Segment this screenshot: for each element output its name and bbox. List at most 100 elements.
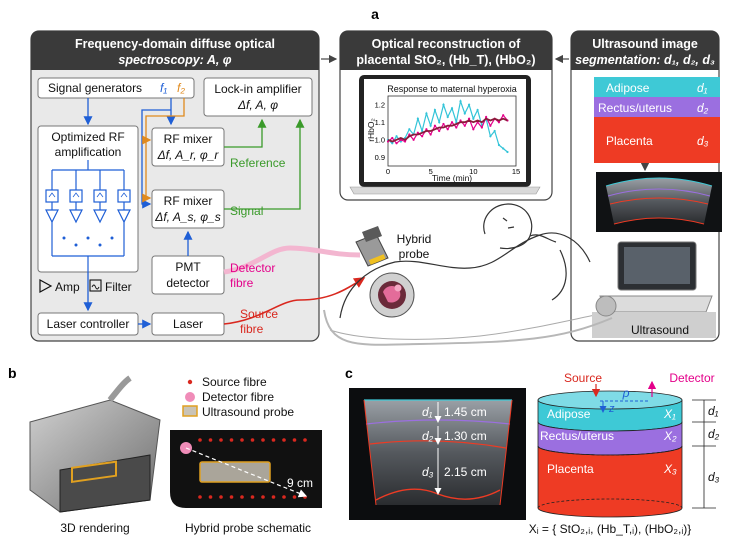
hybrid-probe-schematic: 9 cm	[170, 430, 322, 508]
chart-point	[485, 115, 488, 119]
source-fibre-dot	[250, 495, 255, 499]
chart-point	[421, 135, 424, 138]
chart-ytick-label: 0.9	[375, 153, 385, 162]
rf-mixer-ref-params: Δf, A_r, φ_r	[157, 148, 220, 162]
amp-legend-label: Amp	[55, 280, 80, 294]
caption-3d-rendering: 3D rendering	[60, 521, 129, 535]
lockin-amplifier-box: Lock-in amplifier Δf, A, φ	[203, 77, 313, 117]
source-fibre-dot	[261, 438, 265, 442]
model-x3: X₃	[663, 462, 677, 476]
legend-source-fibre: Source fibre	[202, 375, 267, 389]
chart-point	[489, 135, 492, 138]
model-x2: X₂	[663, 429, 677, 443]
model-placenta-label: Placenta	[547, 462, 594, 476]
seg-rectus-tag: d₂	[697, 101, 709, 115]
chart-point	[450, 107, 454, 110]
c-detector-label: Detector	[669, 371, 714, 385]
source-fibre-dot	[271, 438, 276, 442]
rf-mixer-sig-label: RF mixer	[164, 194, 213, 208]
chart-point	[408, 128, 411, 131]
c-z-label: z	[608, 403, 615, 415]
seg-rectus-band	[594, 97, 720, 117]
c-d2-tag: d₂	[422, 429, 434, 443]
panel-letter-c: c	[345, 365, 353, 381]
rf-amp-label-2: amplification	[55, 145, 122, 159]
c-rho-label: ρ	[622, 386, 630, 400]
chart-point	[395, 135, 398, 138]
recon-title-2: placental StO₂, (Hb_T), (HbO₂)	[356, 53, 535, 67]
chart-point	[403, 140, 407, 143]
model-x1: X₁	[663, 407, 676, 421]
seg-adipose-label: Adipose	[606, 81, 650, 95]
source-fibre-dot	[198, 495, 202, 499]
chart-point	[450, 121, 454, 124]
green-signal-paths	[224, 118, 305, 210]
chart-point	[391, 136, 394, 140]
model-formula: Xᵢ = { StO₂,ᵢ, (Hb_T,ᵢ), (HbO₂,ᵢ)}	[529, 522, 692, 536]
chart-point	[459, 100, 462, 103]
chart-point	[493, 129, 496, 133]
panel-letter-a: a	[371, 6, 379, 22]
laser-box: Laser	[151, 312, 225, 336]
rf-mixer-sig-params: Δf, A_s, φ_s	[154, 210, 220, 224]
hybrid-probe-device	[355, 226, 389, 267]
rf-mixer-ref-label: RF mixer	[164, 132, 213, 146]
panel-c-ultrasound-image: d₁ 1.45 cm d₂ 1.30 cm d₃ 2.15 cm	[349, 388, 526, 520]
chart-point	[433, 108, 437, 112]
fd-dos-title-1: Frequency-domain diffuse optical	[75, 37, 275, 51]
chart-point	[425, 128, 428, 131]
probe-3d-rendering	[29, 375, 161, 513]
chart-point	[429, 133, 432, 136]
blue-signal-paths	[83, 98, 193, 329]
filter-legend-icon	[89, 279, 102, 292]
f1-label: f₁	[160, 81, 167, 95]
c-d1-value: 1.45 cm	[444, 405, 487, 419]
distance-label: 9 cm	[287, 476, 313, 490]
us-probe-rect	[199, 461, 271, 483]
chart-xtick-label: 10	[469, 167, 477, 176]
source-fibre-dot	[229, 495, 234, 499]
detector-fibre-label-1: Detector	[230, 261, 275, 275]
source-fibre-dot	[198, 438, 202, 442]
amp-legend-icon	[39, 278, 53, 294]
panel-letter-b: b	[8, 365, 17, 381]
source-fibre-label-1: Source	[240, 307, 278, 321]
chart-point	[497, 121, 501, 124]
chart-xtick-label: 15	[512, 167, 520, 176]
chart-point	[476, 121, 479, 124]
chart-point	[472, 117, 475, 120]
lockin-params: Δf, A, φ	[237, 98, 278, 112]
f2-label: f₂	[177, 81, 185, 95]
source-fibre-line	[223, 277, 366, 325]
source-fibre-dot	[240, 438, 244, 442]
legend-detector-fibre: Detector fibre	[202, 390, 274, 404]
chart-point	[416, 131, 419, 134]
seg-rectus-label: Rectus/uterus	[598, 101, 672, 115]
detector-fibre-label-2: fibre	[230, 276, 254, 290]
chart-point	[391, 142, 394, 145]
c-d3-tag: d₃	[422, 465, 434, 479]
us-seg-title-2: segmentation: d₁, d₂, d₃	[575, 53, 715, 67]
source-fibre-dot	[208, 495, 213, 499]
seg-placenta-band	[594, 117, 720, 163]
chart-xtick-label: 0	[386, 167, 390, 176]
model-adipose-label: Adipose	[547, 407, 591, 421]
chart-point	[446, 128, 449, 131]
hybrid-probe-label-2: probe	[399, 247, 430, 261]
chart-series-line-3	[387, 117, 508, 143]
source-fibre-dot	[229, 438, 234, 442]
source-fibre-dot	[250, 438, 255, 442]
chart-ytick-label: 1.2	[375, 100, 385, 109]
chart-point	[421, 129, 424, 133]
legend-ultrasound-probe: Ultrasound probe	[202, 405, 294, 419]
laser-controller-label: Laser controller	[47, 317, 130, 331]
source-fibre-dot	[219, 438, 223, 442]
chart-point	[506, 150, 509, 154]
model-d3: d₃	[708, 470, 720, 484]
c-d3-value: 2.15 cm	[444, 465, 487, 479]
chart-point	[472, 128, 475, 131]
rf-amplification-box: Optimized RF amplification	[37, 125, 139, 273]
laser-controller-box: Laser controller	[37, 312, 139, 336]
hybrid-probe-label-1: Hybrid	[397, 232, 432, 246]
chart-point	[412, 138, 415, 141]
